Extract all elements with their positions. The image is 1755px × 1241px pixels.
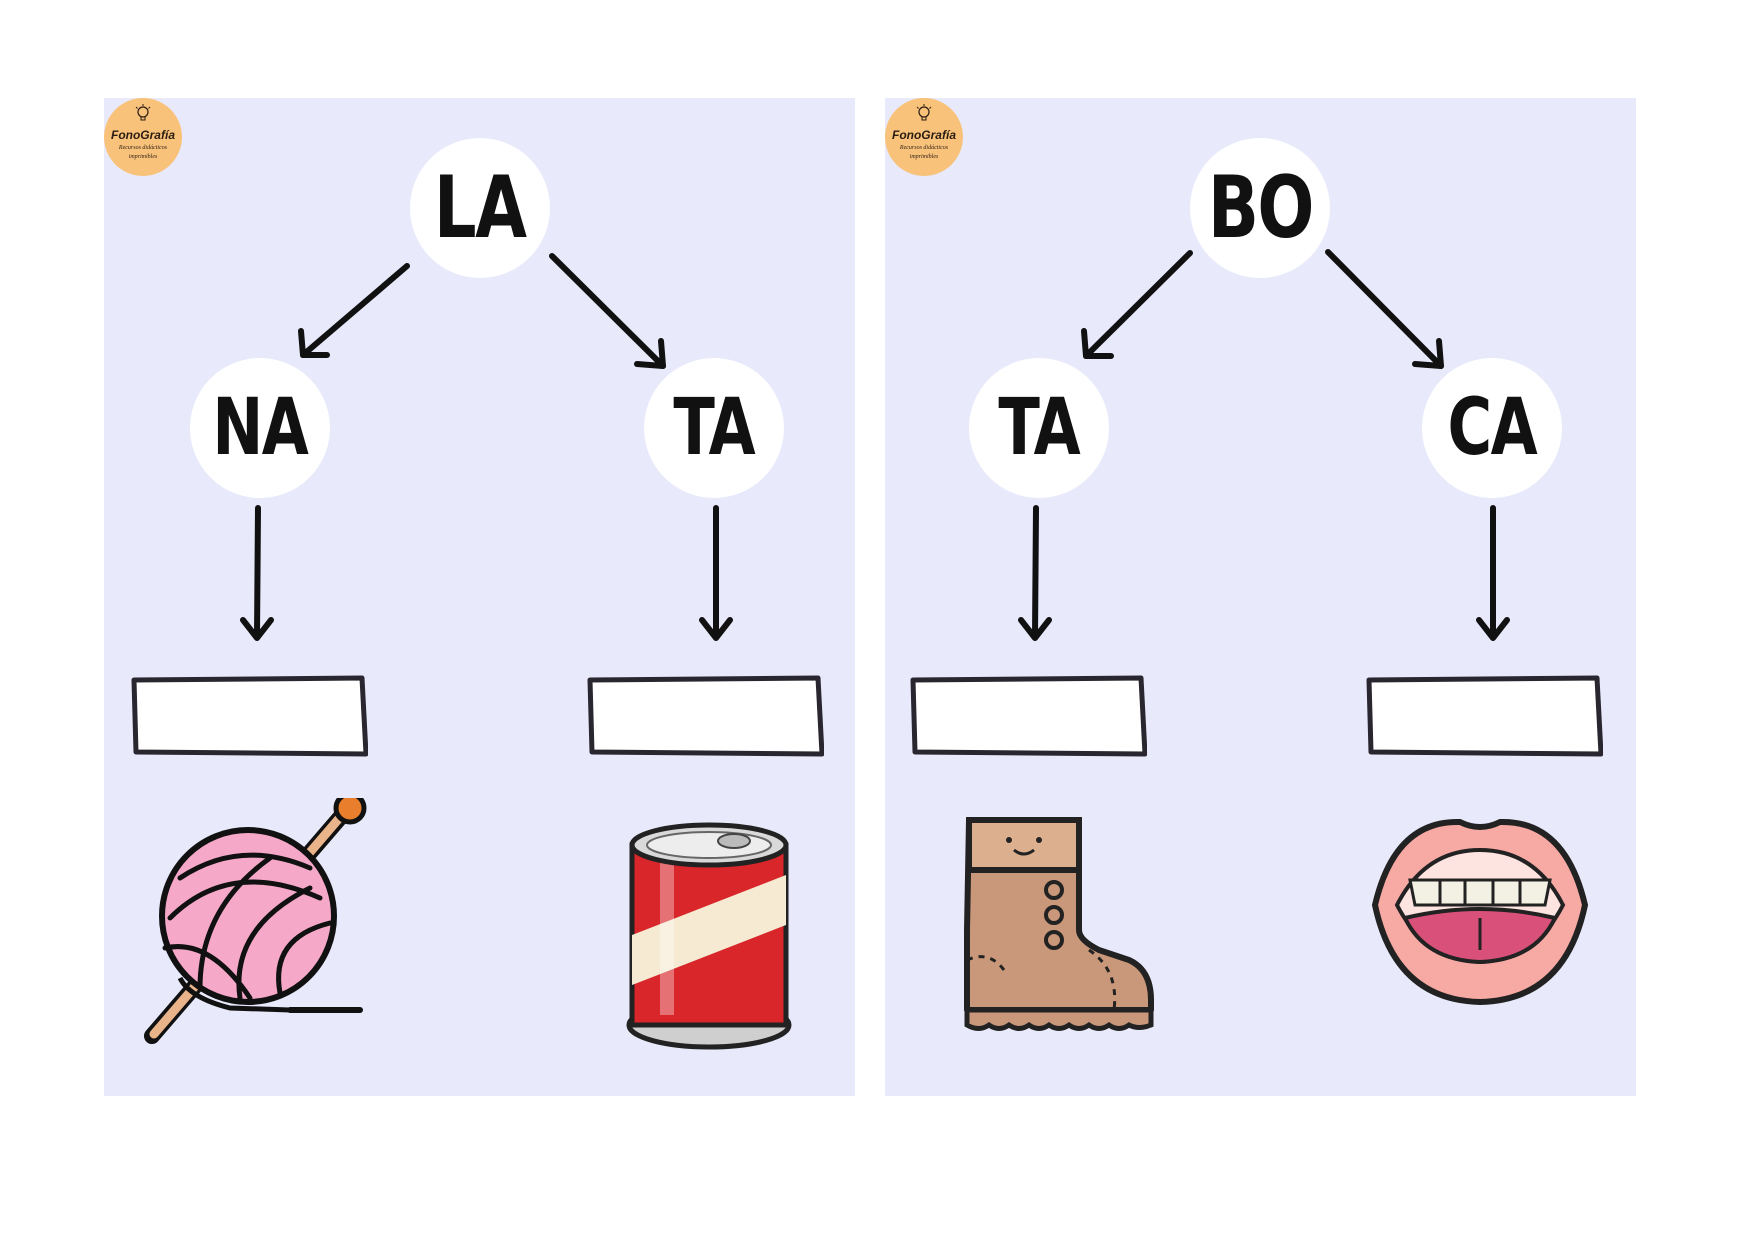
- branch-syllable: TA: [673, 383, 756, 473]
- branch-syllable: CA: [1447, 383, 1538, 473]
- fonografia-logo: FonoGrafía Recursos didácticos imprimibl…: [104, 98, 182, 176]
- logo-tagline: imprimibles: [128, 154, 158, 160]
- lightbulb-icon: [916, 104, 932, 121]
- branch-syllable-bubble: TA: [644, 358, 784, 498]
- branch-syllable-bubble: CA: [1422, 358, 1562, 498]
- top-syllable-bubble: LA: [410, 138, 550, 278]
- branch-syllable-bubble: TA: [969, 358, 1109, 498]
- yarn-ball-icon: [140, 798, 370, 1048]
- branch-syllable: TA: [998, 383, 1081, 473]
- logo-brand-name: FonoGrafía: [891, 128, 956, 142]
- logo-tagline: Recursos didácticos: [899, 145, 949, 151]
- worksheet-card-left: FonoGrafía Recursos didácticos imprimibl…: [104, 98, 855, 1096]
- branch-syllable: NA: [212, 383, 309, 473]
- logo-tagline: Recursos didácticos: [118, 145, 168, 151]
- answer-box[interactable]: [586, 672, 824, 758]
- branch-syllable-bubble: NA: [190, 358, 330, 498]
- answer-box[interactable]: [130, 672, 368, 758]
- boot-icon: [959, 810, 1157, 1032]
- logo-brand-name: FonoGrafía: [110, 128, 175, 142]
- top-syllable: BO: [1207, 158, 1314, 258]
- mouth-icon: [1365, 810, 1595, 1010]
- top-syllable-bubble: BO: [1190, 138, 1330, 278]
- soda-can-icon: [624, 810, 794, 1060]
- logo-tagline: imprimibles: [909, 154, 939, 160]
- lightbulb-icon: [135, 104, 151, 121]
- worksheet-card-right: FonoGrafía Recursos didácticos imprimibl…: [885, 98, 1636, 1096]
- answer-box[interactable]: [909, 672, 1147, 758]
- arrow-connectors: [1018, 249, 1510, 641]
- top-syllable: LA: [434, 158, 527, 258]
- fonografia-logo: FonoGrafía Recursos didácticos imprimibl…: [885, 98, 963, 176]
- answer-box[interactable]: [1365, 672, 1603, 758]
- arrow-connectors: [240, 253, 733, 641]
